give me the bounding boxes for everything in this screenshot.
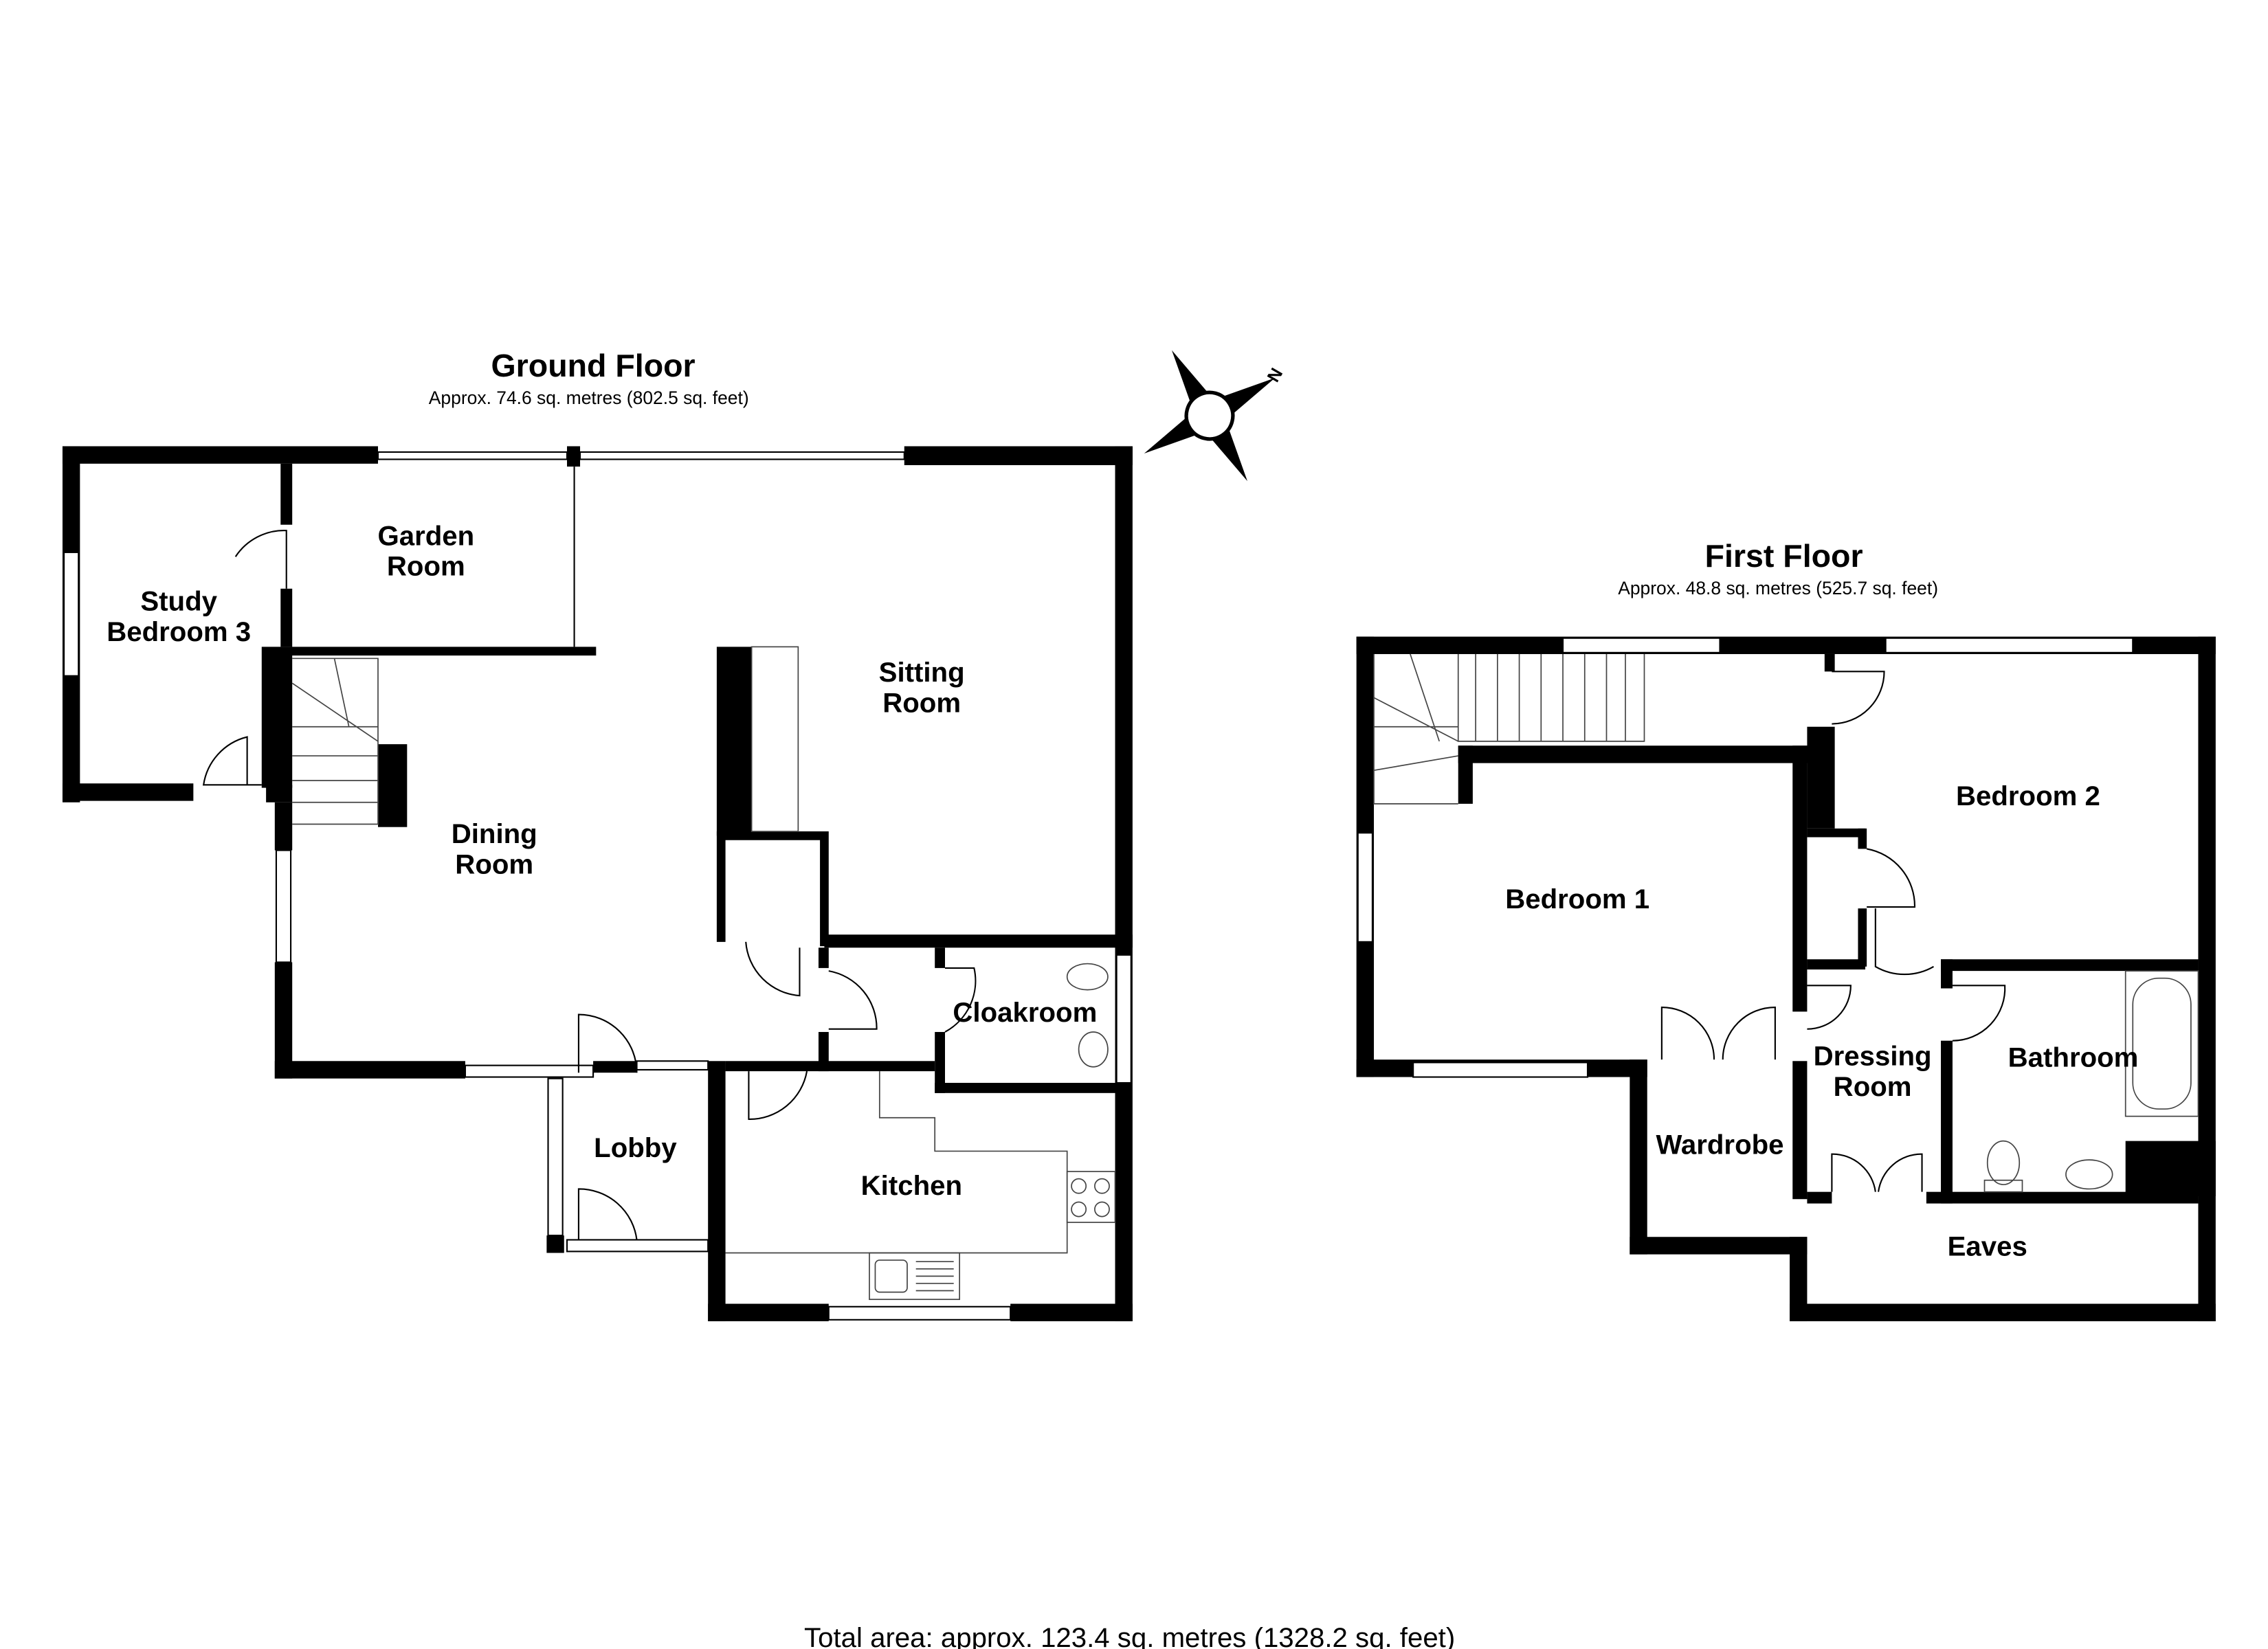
- first-floor-stairs: [1373, 653, 1645, 805]
- room-label-eaves: Eaves: [1948, 1231, 2027, 1262]
- room-label-dining: Dining: [452, 818, 537, 849]
- room-label-cloakroom: Cloakroom: [953, 997, 1097, 1028]
- room-label-wardrobe: Wardrobe: [1656, 1130, 1783, 1160]
- room-label-study: Study: [140, 586, 217, 617]
- room-label-dressing: Dressing: [1814, 1041, 1932, 1072]
- first-floor-title: First Floor: [1705, 538, 1863, 574]
- room-label-sitting-2: Room: [882, 688, 961, 719]
- room-label-sitting: Sitting: [879, 657, 965, 688]
- kitchen-fittings: [725, 963, 1116, 1301]
- first-floor-windows: [1357, 637, 2134, 1078]
- first-floor-plan: First Floor Approx. 48.8 sq. metres (525…: [1356, 538, 2216, 1321]
- ground-floor-doors: [202, 530, 977, 1240]
- first-floor-doors: [1660, 671, 2006, 1192]
- room-label-bathroom: Bathroom: [2008, 1042, 2139, 1073]
- room-label-garden: Garden: [377, 520, 474, 551]
- first-floor-area: Approx. 48.8 sq. metres (525.7 sq. feet): [1618, 578, 1938, 598]
- room-label-bedroom-2: Bedroom 2: [1956, 781, 2100, 811]
- room-label-garden-2: Room: [387, 551, 465, 582]
- room-label-dining-2: Room: [455, 849, 533, 879]
- ground-floor-windows: [63, 451, 1132, 1321]
- compass-icon: [1144, 350, 1276, 482]
- bathroom-fittings: [1983, 970, 2199, 1193]
- stairs: [291, 646, 799, 832]
- room-label-study-2: Bedroom 3: [107, 616, 251, 647]
- room-label-kitchen: Kitchen: [861, 1170, 962, 1201]
- first-floor-walls: [1356, 636, 2216, 1321]
- ground-floor-walls: [62, 446, 1133, 1321]
- ground-floor-title: Ground Floor: [491, 348, 696, 383]
- room-label-dressing-2: Room: [1834, 1071, 1912, 1102]
- ground-floor-area: Approx. 74.6 sq. metres (802.5 sq. feet): [429, 388, 749, 408]
- total-area: Total area: approx. 123.4 sq. metres (13…: [804, 1622, 1455, 1649]
- room-label-bedroom-1: Bedroom 1: [1505, 884, 1649, 915]
- room-label-lobby: Lobby: [594, 1132, 677, 1163]
- ground-floor-plan: Ground Floor Approx. 74.6 sq. metres (80…: [62, 348, 1133, 1321]
